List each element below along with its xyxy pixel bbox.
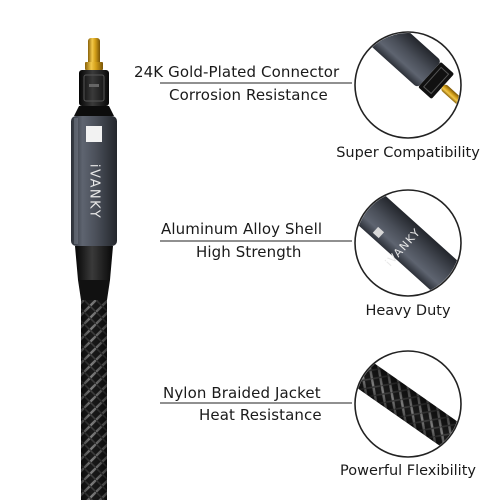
brand-name: iVANKY [86, 163, 102, 220]
feature-2-caption: Heavy Duty [365, 303, 451, 319]
brand-mark: iVANKY [81, 124, 107, 238]
gold-connector-tip [85, 38, 103, 70]
strain-relief [75, 246, 113, 300]
connector-housing [74, 70, 114, 116]
feature-3-subtitle: Heat Resistance [199, 406, 322, 424]
ivanky-logo-icon [86, 126, 102, 142]
feature-1-title: 24K Gold-Plated Connector [134, 63, 340, 81]
feature-3-title: Nylon Braided Jacket [163, 384, 321, 402]
aluminum-shell [71, 116, 117, 246]
feature-2-title: Aluminum Alloy Shell [161, 220, 323, 238]
detail-circle-braid [354, 350, 462, 458]
feature-3-caption: Powerful Flexibility [340, 463, 476, 479]
detail-circle-connector [354, 31, 462, 139]
braided-cable [81, 300, 107, 500]
feature-1-caption: Super Compatibility [336, 145, 480, 161]
feature-2-subtitle: High Strength [196, 243, 302, 261]
aluminum-shell-icon [356, 191, 460, 295]
nylon-braid-icon [356, 352, 460, 456]
callout-lines [160, 82, 352, 404]
detail-circle-shell [354, 189, 462, 297]
feature-1-subtitle: Corrosion Resistance [169, 86, 328, 104]
